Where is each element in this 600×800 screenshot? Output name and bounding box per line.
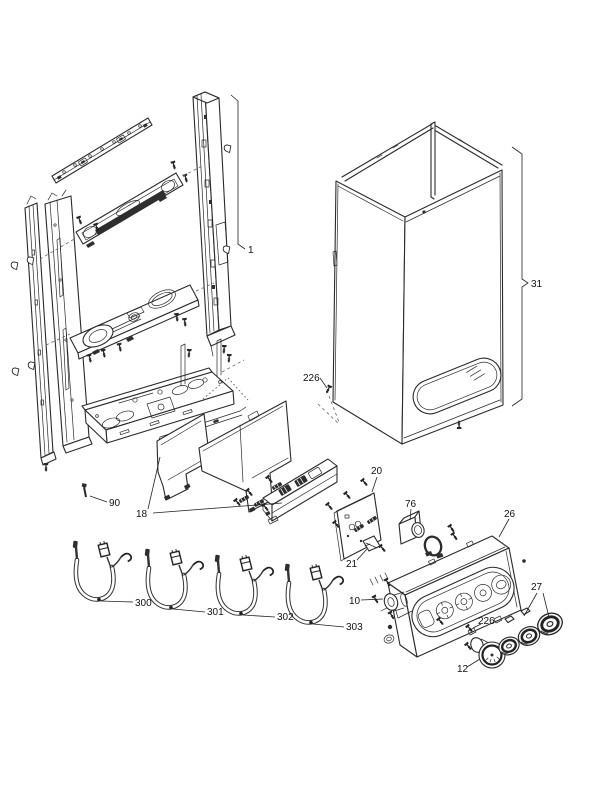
control-panel-chassis (369, 535, 568, 669)
cable-300 (73, 541, 132, 602)
callout-frame-assembly: 1 (248, 245, 254, 256)
callout-cable-302: 302 (277, 612, 294, 623)
callout-control-knobs: 27 (531, 582, 543, 593)
callout-panel-screw: 226 (478, 616, 495, 627)
bracket-1 (230, 94, 246, 250)
upper-cross-member (75, 172, 184, 248)
left-outer-rail (24, 195, 57, 466)
callout-potentiometer: 10 (349, 596, 361, 607)
callout-control-pcb: 20 (371, 466, 383, 477)
bracket-31 (511, 146, 529, 407)
mounting-panel-left (156, 413, 211, 501)
left-inner-rail (44, 189, 93, 454)
base-tray (81, 338, 235, 444)
callout-transformer: 76 (405, 499, 417, 510)
right-rail (192, 91, 236, 357)
clamp-ring (423, 522, 460, 559)
callout-pressure-gauge: 12 (457, 664, 469, 675)
outer-casing (317, 121, 504, 445)
callout-cable-301: 301 (207, 607, 224, 618)
transformer (398, 510, 460, 559)
callout-cable-300: 300 (135, 598, 152, 609)
mounting-panels (156, 400, 338, 525)
callouts: 1 31 226 90 18 20 21 76 26 10 300 301 30… (89, 94, 550, 675)
pressure-gauge (463, 637, 506, 669)
callout-cable-303: 303 (346, 622, 363, 633)
junction-box (262, 458, 338, 525)
potentiometer (369, 572, 408, 621)
cable-301 (145, 549, 204, 610)
control-pcb (324, 476, 388, 562)
middle-cross-member (69, 284, 200, 360)
frame-assembly (10, 91, 249, 473)
fixing-pin (81, 483, 87, 498)
callout-control-panel-chassis: 26 (504, 509, 516, 520)
casing-door-slot (412, 357, 502, 415)
callout-fixing-pin: 90 (109, 498, 121, 509)
top-mounting-bar (51, 117, 153, 184)
callout-outer-casing: 31 (531, 279, 543, 290)
callout-casing-screw: 226 (303, 373, 320, 384)
callout-pcb-connector: 21 (346, 559, 358, 570)
callout-mounting-panels: 18 (136, 509, 148, 520)
